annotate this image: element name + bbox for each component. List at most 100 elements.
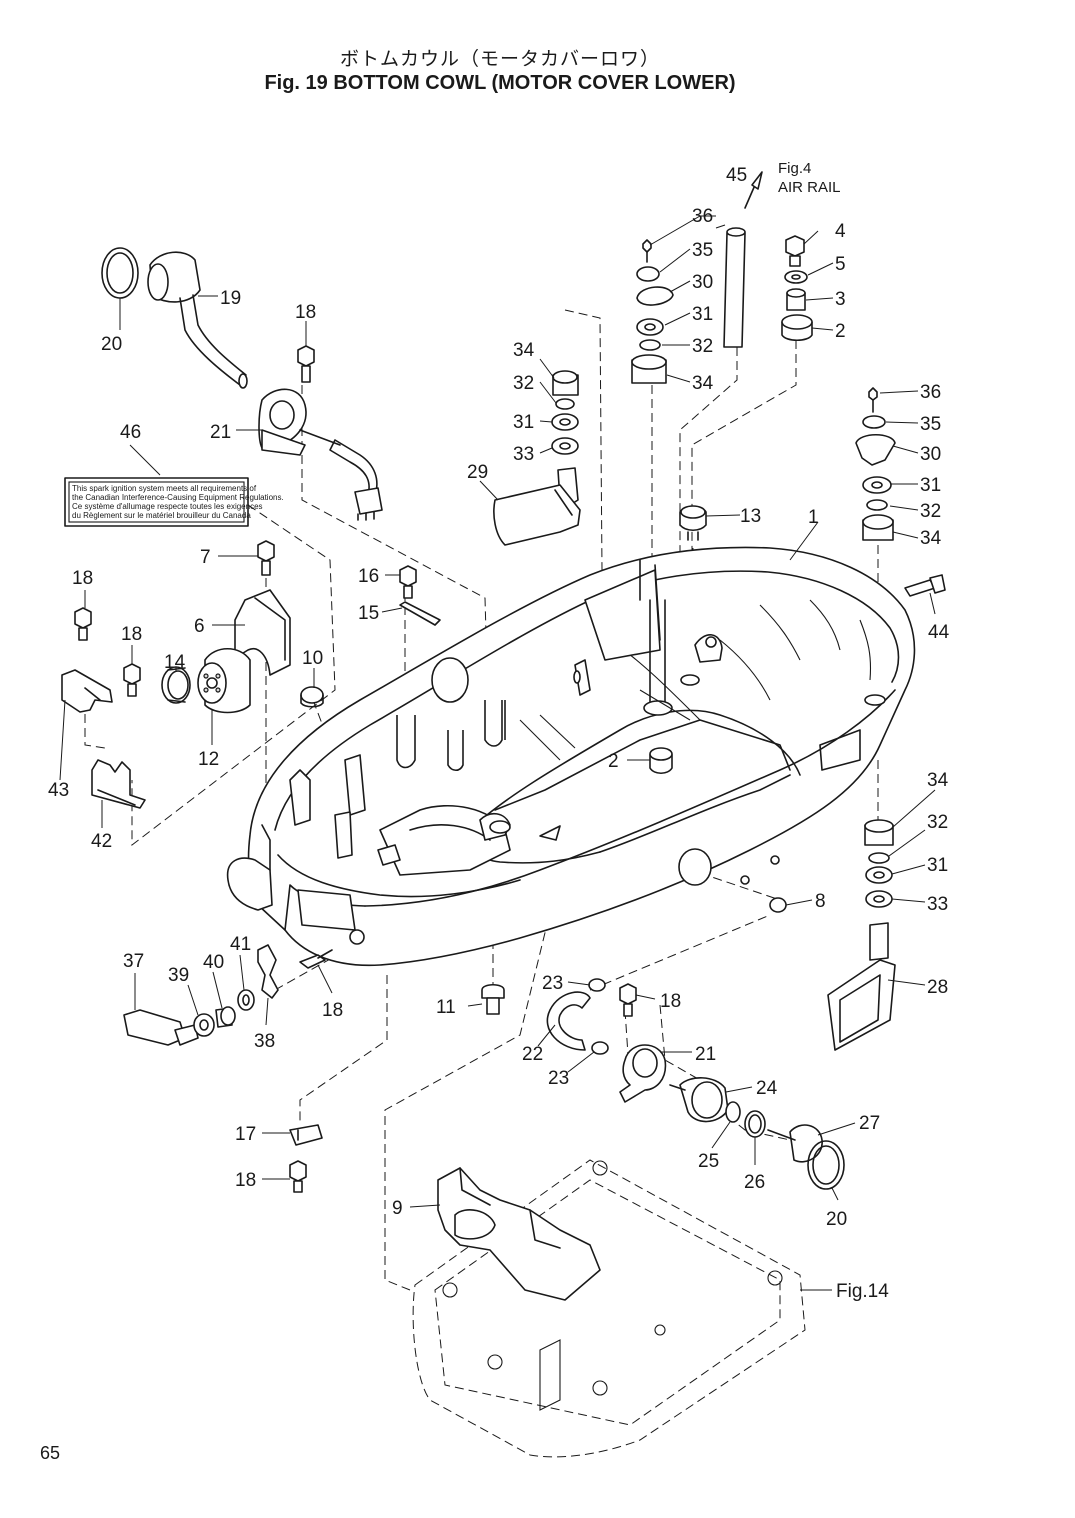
left-small-parts [61,540,441,809]
label-part-20-top: 20 [101,334,122,355]
label-part-31-left: 31 [513,412,534,433]
connector-part-19 [101,247,383,521]
page-title-japanese: ボトムカウル（モータカバーロワ） [339,48,660,70]
label-part-21-top: 21 [210,422,231,443]
label-part-8: 8 [815,891,826,912]
label-part-18-top: 18 [295,302,316,323]
label-part-14: 14 [164,652,186,673]
decal-line-1: This spark ignition system meets all req… [72,484,257,493]
label-part-31-top: 31 [692,304,713,325]
label-part-2-floor: 2 [608,751,619,772]
decal-part-46: This spark ignition system meets all req… [64,477,284,527]
decal-line-4: du Règlement sur le matériel brouilleur … [72,511,251,520]
label-part-32-top: 32 [692,336,713,357]
label-part-36-top: 36 [692,206,713,227]
label-part-3: 3 [835,289,846,310]
part-9-and-oil-pan [412,1159,806,1458]
label-part-36-right: 36 [920,382,941,403]
ref-air-rail: AIR RAIL [778,179,841,196]
label-part-26: 26 [744,1172,765,1193]
label-part-19: 19 [220,288,241,309]
label-part-33-lower: 33 [927,894,948,915]
page-number: 65 [40,1443,61,1463]
page-title: Fig. 19 BOTTOM COWL (MOTOR COVER LOWER) [264,72,736,94]
clamp-part-21-upper [258,388,341,456]
label-part-46: 46 [120,422,141,443]
right-stack [855,387,896,541]
label-part-43: 43 [48,780,69,801]
label-part-41: 41 [230,934,251,955]
label-part-18-left2: 18 [121,624,142,645]
label-part-4: 4 [835,221,846,242]
label-part-35-top: 35 [692,240,713,261]
grommet-part-2-lower [649,747,673,775]
label-part-27: 27 [859,1113,880,1134]
lower-center-parts [481,978,845,1190]
label-part-17: 17 [235,1124,256,1145]
label-part-42: 42 [91,831,112,852]
label-part-44: 44 [928,622,950,643]
label-part-12: 12 [198,749,219,770]
label-part-13: 13 [740,506,761,527]
part-number-labels: 1 2 2 3 4 5 6 7 8 9 10 11 12 13 14 15 16… [48,165,950,1230]
label-part-23-upper: 23 [542,973,563,994]
bolt-part-44 [904,574,946,597]
label-part-24: 24 [756,1078,778,1099]
plug-part-13 [679,505,707,541]
plug-part-8 [769,897,787,913]
label-part-2-top: 2 [835,321,846,342]
label-part-16: 16 [358,566,379,587]
label-part-39: 39 [168,965,189,986]
label-part-18-lower: 18 [322,1000,343,1021]
label-part-31-lower: 31 [927,855,948,876]
label-part-6: 6 [194,616,205,637]
label-part-5: 5 [835,254,846,275]
label-part-9: 9 [392,1198,403,1219]
label-part-33-left: 33 [513,444,534,465]
top-center-stack [631,171,763,384]
label-part-11: 11 [436,997,456,1018]
label-part-32-left: 32 [513,373,534,394]
label-part-34-lower: 34 [927,770,949,791]
label-part-45: 45 [726,165,747,186]
label-part-7: 7 [200,547,211,568]
label-part-10: 10 [302,648,323,669]
right-lower-stack [827,819,896,1051]
label-part-32-lower: 32 [927,812,948,833]
label-part-31-right: 31 [920,475,941,496]
label-part-34-top: 34 [692,373,714,394]
label-part-25: 25 [698,1151,719,1172]
label-part-30-top: 30 [692,272,713,293]
label-part-30-right: 30 [920,444,941,465]
reference-labels: Fig.4 AIR RAIL Fig.14 [778,160,889,1302]
lower-left-parts [123,944,333,1193]
label-part-35-right: 35 [920,414,941,435]
label-part-34-right: 34 [920,528,942,549]
ref-fig-4: Fig.4 [778,160,811,177]
label-part-1: 1 [808,507,819,528]
top-right-stack [781,235,813,342]
label-part-18-left: 18 [72,568,93,589]
label-part-37: 37 [123,951,144,972]
label-part-22: 22 [522,1044,543,1065]
label-part-20-bottom: 20 [826,1209,847,1230]
bolt-part-18-top [297,345,315,383]
label-part-38: 38 [254,1031,275,1052]
label-part-34-left: 34 [513,340,535,361]
label-part-15: 15 [358,603,379,624]
decal-line-2: the Canadian Interference-Causing Equipm… [72,493,284,502]
decal-line-3: Ce système d'allumage respecte toutes le… [72,502,263,511]
lever-part-29-stack [493,370,581,546]
label-part-28: 28 [927,977,948,998]
leader-lines [59,215,936,1291]
label-part-18-center: 18 [660,991,681,1012]
label-part-23-lower: 23 [548,1068,569,1089]
bottom-cowl-part-1 [226,546,916,967]
label-part-32-right: 32 [920,501,941,522]
label-part-29: 29 [467,462,488,483]
label-part-21-lower: 21 [695,1044,716,1065]
label-part-40: 40 [203,952,224,973]
label-part-18-bottom: 18 [235,1170,256,1191]
ref-fig-14: Fig.14 [836,1281,889,1302]
